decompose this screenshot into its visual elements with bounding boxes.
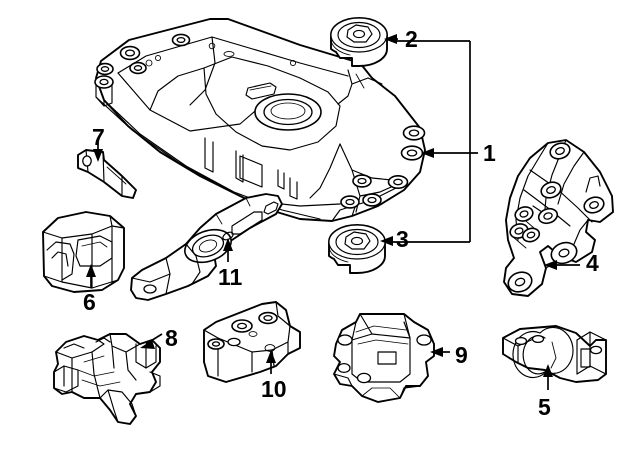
- part-11-torque-arm-dogbone: [130, 193, 283, 301]
- callout-label-7: 7: [92, 124, 105, 150]
- part-9-transmission-mount-block: [333, 313, 435, 403]
- callout-label-2: 2: [405, 26, 418, 52]
- callout-label-8: 8: [165, 325, 178, 351]
- leader-9: [430, 347, 450, 357]
- leader-10: [266, 350, 276, 374]
- leader-bracket-1-2-3: [389, 40, 471, 243]
- part-10-mount-support-plate: [203, 301, 301, 383]
- part-5-pendulum-support-bracket: [502, 325, 607, 383]
- part-3-subframe-mount-bushing-lower: [328, 224, 386, 274]
- part-1-engine-cradle-subframe: [94, 18, 426, 222]
- callout-label-4: 4: [586, 250, 599, 276]
- callout-label-6: 6: [83, 289, 96, 315]
- leader-7: [93, 142, 103, 162]
- callout-label-1: 1: [483, 140, 496, 166]
- leader-5: [543, 364, 553, 390]
- callout-label-9: 9: [455, 342, 468, 368]
- leader-2: [384, 34, 398, 44]
- part-8-transmission-mount-bracket: [53, 333, 161, 425]
- part-2-subframe-mount-bushing-upper: [330, 17, 388, 67]
- callout-label-11: 11: [218, 264, 243, 290]
- callout-label-10: 10: [261, 376, 287, 402]
- leader-6: [86, 264, 96, 288]
- leader-4: [544, 260, 580, 270]
- callout-label-3: 3: [396, 226, 409, 252]
- leader-1: [421, 148, 478, 158]
- part-7-heat-shield-bracket: [77, 149, 137, 199]
- part-4-engine-support-bracket-right: [503, 139, 614, 297]
- leader-8: [140, 333, 163, 349]
- leader-3: [380, 236, 393, 246]
- callout-label-5: 5: [538, 394, 551, 420]
- part-6-engine-mount-wedge: [42, 211, 125, 293]
- leader-11: [223, 238, 233, 262]
